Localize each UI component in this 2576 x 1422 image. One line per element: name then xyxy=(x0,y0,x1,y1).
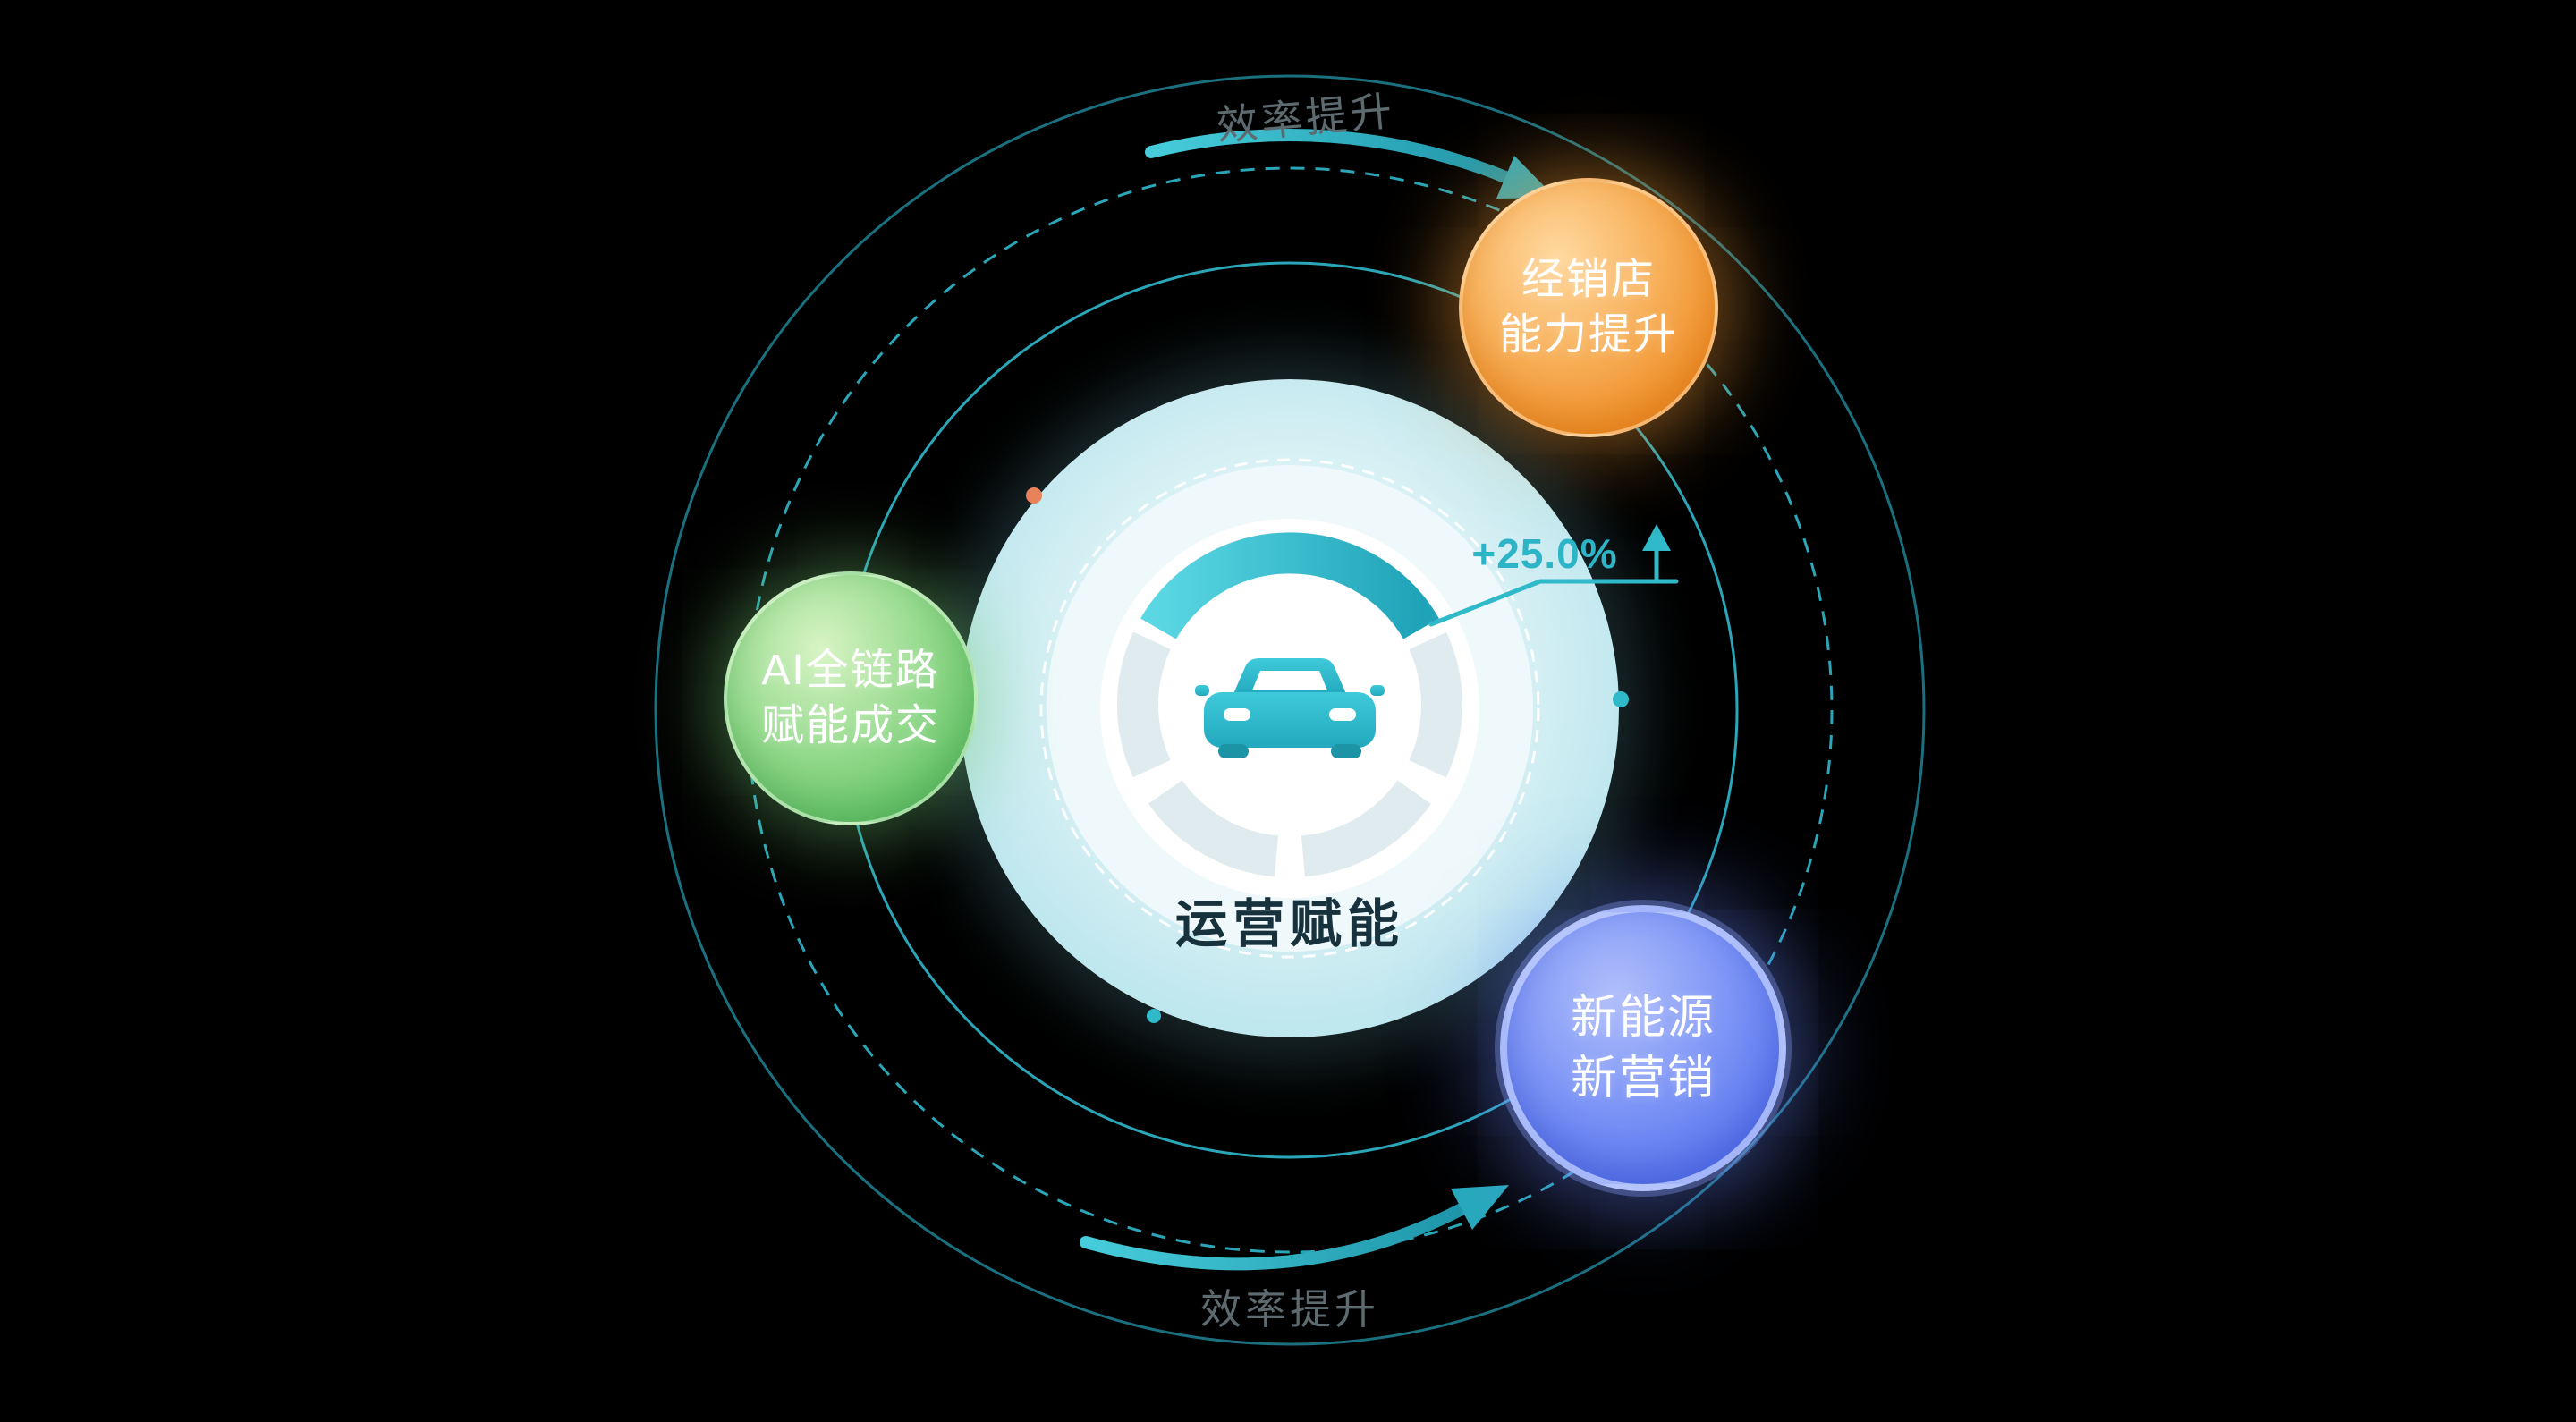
orbit-ring-dashed xyxy=(746,166,1834,1254)
orbit-dot-orange xyxy=(1026,487,1042,504)
bubble-dealer-capability-line1: 经销店 xyxy=(1521,256,1656,303)
bubble-new-energy-marketing-line1: 新能源 xyxy=(1570,992,1716,1044)
orbit-dot-teal-bottom xyxy=(1147,1009,1161,1023)
growth-metric: +25.0% xyxy=(1471,530,1618,577)
orbit-dot-teal-right xyxy=(1613,691,1629,707)
curved-arrow-right-icon-bottom xyxy=(1080,1185,1509,1271)
bubble-ai-full-chain-deal-line2: 赋能成交 xyxy=(760,702,940,749)
up-arrow-icon xyxy=(1428,524,1679,627)
orbit-ring-outer xyxy=(654,74,1926,1346)
orbit-label-bottom: 效率提升 xyxy=(1200,1286,1379,1333)
bubble-ai-full-chain-deal-line1: AI全链路 xyxy=(761,647,940,694)
bubble-dealer-capability: 经销店 能力提升 xyxy=(1459,178,1718,437)
bubble-new-energy-marketing: 新能源 新营销 xyxy=(1500,905,1786,1191)
car-icon xyxy=(1195,658,1385,758)
bubble-ai-full-chain-deal: AI全链路 赋能成交 xyxy=(724,571,978,825)
bubble-dealer-capability-line2: 能力提升 xyxy=(1498,311,1678,359)
gauge-progress-arc xyxy=(1140,532,1439,639)
center-title: 运营赋能 xyxy=(1174,895,1404,953)
bubble-new-energy-marketing-line2: 新营销 xyxy=(1570,1053,1716,1105)
center-dashed-ring xyxy=(1039,458,1540,959)
